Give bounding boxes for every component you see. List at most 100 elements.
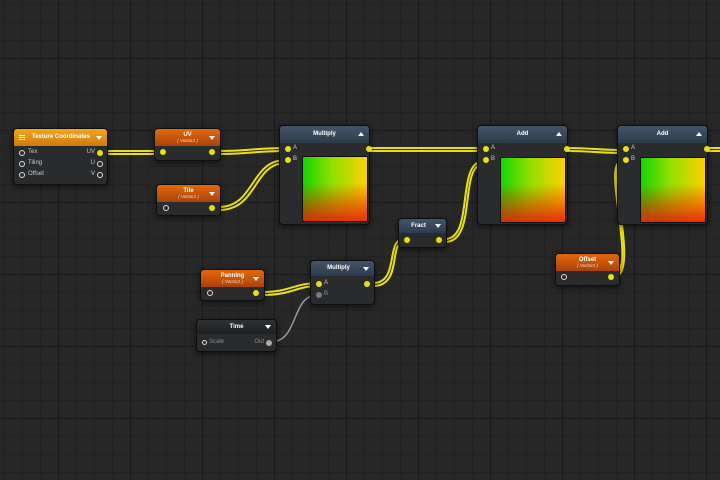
a-input-label: A (293, 145, 298, 151)
panning-header[interactable]: Panning ( Vector2 ) (201, 270, 264, 287)
panning-output-port[interactable] (253, 290, 259, 296)
multiply-node-1[interactable]: Multiply A B (279, 125, 372, 225)
a-input-port[interactable] (285, 146, 291, 152)
b-input-label: B (491, 156, 496, 162)
uv-header[interactable]: UV ( Vector2 ) (155, 129, 220, 146)
a-input-label: A (491, 145, 496, 151)
time-header[interactable]: Time (197, 320, 276, 334)
v-output-label: V (90, 171, 95, 177)
uv-node[interactable]: UV ( Vector2 ) (154, 128, 221, 161)
a-input-label: A (324, 280, 329, 286)
b-input-port[interactable] (483, 157, 489, 163)
a-input-port[interactable] (316, 281, 322, 287)
node-title: Add (656, 131, 669, 137)
u-output-label: U (90, 160, 95, 166)
u-output-port[interactable] (97, 161, 103, 167)
node-title: Add (516, 131, 529, 137)
tile-node[interactable]: Tile ( Vector2 ) (156, 184, 221, 216)
v-output-port[interactable] (97, 172, 103, 178)
node-subtitle: ( Vector2 ) (177, 138, 198, 143)
dropdown-arrow-icon[interactable] (209, 192, 215, 196)
fract-header[interactable]: Fract (399, 219, 446, 233)
wire-tile-multiply (218, 159, 287, 208)
dropdown-arrow-icon[interactable] (253, 277, 259, 281)
node-title: UV (183, 132, 192, 138)
node-subtitle: ( Vector2 ) (577, 263, 598, 268)
dropdown-arrow-icon[interactable] (363, 267, 369, 271)
out-output-port[interactable] (266, 340, 272, 346)
fract-output-port[interactable] (436, 237, 442, 243)
tex-input-label: Tex (28, 149, 38, 155)
dropdown-arrow-icon[interactable] (435, 224, 441, 228)
uv-input-port[interactable] (160, 149, 166, 155)
b-input-port[interactable] (285, 157, 291, 163)
node-title: Texture Coordinates (32, 134, 90, 140)
dropdown-arrow-icon[interactable] (96, 136, 102, 140)
collapse-arrow-icon[interactable] (358, 132, 364, 136)
wire-add-add (567, 147, 623, 151)
b-input-port[interactable] (623, 157, 629, 163)
wire-multiply-fract-2 (372, 241, 405, 287)
tiling-input-port[interactable] (19, 161, 25, 167)
dropdown-arrow-icon[interactable] (209, 136, 215, 140)
menu-icon (19, 135, 25, 140)
offset-output-port[interactable] (608, 274, 614, 280)
tile-header[interactable]: Tile ( Vector2 ) (157, 185, 220, 202)
dropdown-arrow-icon[interactable] (265, 325, 271, 329)
tile-input-port[interactable] (163, 205, 169, 211)
texture-coordinates-header[interactable]: Texture Coordinates (14, 129, 107, 146)
uv-output-label: UV (86, 149, 95, 155)
offset-header[interactable]: Offset ( Vector2 ) (556, 254, 619, 271)
collapse-arrow-icon[interactable] (696, 132, 702, 136)
output-port[interactable] (364, 281, 370, 287)
a-input-port[interactable] (623, 146, 629, 152)
add-node-1[interactable]: Add A B (477, 125, 570, 225)
texture-coordinates-node[interactable]: Texture Coordinates Tex Tiling Offset UV… (13, 128, 108, 185)
multiply-header[interactable]: Multiply (311, 261, 374, 276)
panning-input-port[interactable] (207, 290, 213, 296)
tiling-input-label: Tiling (28, 160, 43, 166)
collapse-arrow-icon[interactable] (556, 132, 562, 136)
node-title: Fract (411, 223, 426, 229)
tile-output-port[interactable] (209, 205, 215, 211)
preview-swatch (500, 157, 566, 223)
preview-swatch (640, 157, 706, 223)
node-title: Panning (220, 273, 245, 279)
output-port[interactable] (366, 146, 372, 152)
uv-output-port[interactable] (209, 149, 215, 155)
dropdown-arrow-icon[interactable] (608, 261, 614, 265)
b-input-port[interactable] (316, 292, 322, 298)
tex-input-port[interactable] (19, 150, 25, 156)
fract-node[interactable]: Fract (398, 218, 447, 248)
panning-node[interactable]: Panning ( Vector2 ) (200, 269, 265, 301)
a-input-port[interactable] (483, 146, 489, 152)
add-header[interactable]: Add (618, 126, 707, 143)
add-header[interactable]: Add (478, 126, 567, 143)
b-input-label: B (324, 291, 329, 297)
output-port[interactable] (704, 146, 710, 152)
multiply-header[interactable]: Multiply (280, 126, 369, 143)
offset-input-port[interactable] (561, 274, 567, 280)
b-input-label: B (631, 156, 636, 162)
offset-node[interactable]: Offset ( Vector2 ) (555, 253, 620, 286)
offset-input-label: Offset (28, 171, 44, 177)
time-node[interactable]: Time Scale Out (196, 319, 277, 352)
output-port[interactable] (564, 146, 570, 152)
node-subtitle: ( Vector2 ) (178, 194, 199, 199)
scale-input-label: Scale (209, 339, 225, 345)
fract-input-port[interactable] (404, 237, 410, 243)
a-input-label: A (631, 145, 636, 151)
out-output-label: Out (254, 339, 264, 345)
wire-uv-multiply (218, 147, 287, 152)
wire-uv-multiply-2 (218, 150, 287, 155)
node-title: Time (229, 324, 244, 330)
multiply-node-2[interactable]: Multiply A B (310, 260, 375, 305)
wire-tile-multiply-2 (218, 162, 287, 211)
node-title: Multiply (327, 265, 350, 271)
offset-input-port[interactable] (19, 172, 25, 178)
add-node-2[interactable]: Add A B (617, 125, 710, 225)
node-subtitle: ( Vector2 ) (222, 279, 243, 284)
scale-input-port[interactable] (202, 340, 207, 345)
uv-output-port[interactable] (97, 150, 103, 156)
